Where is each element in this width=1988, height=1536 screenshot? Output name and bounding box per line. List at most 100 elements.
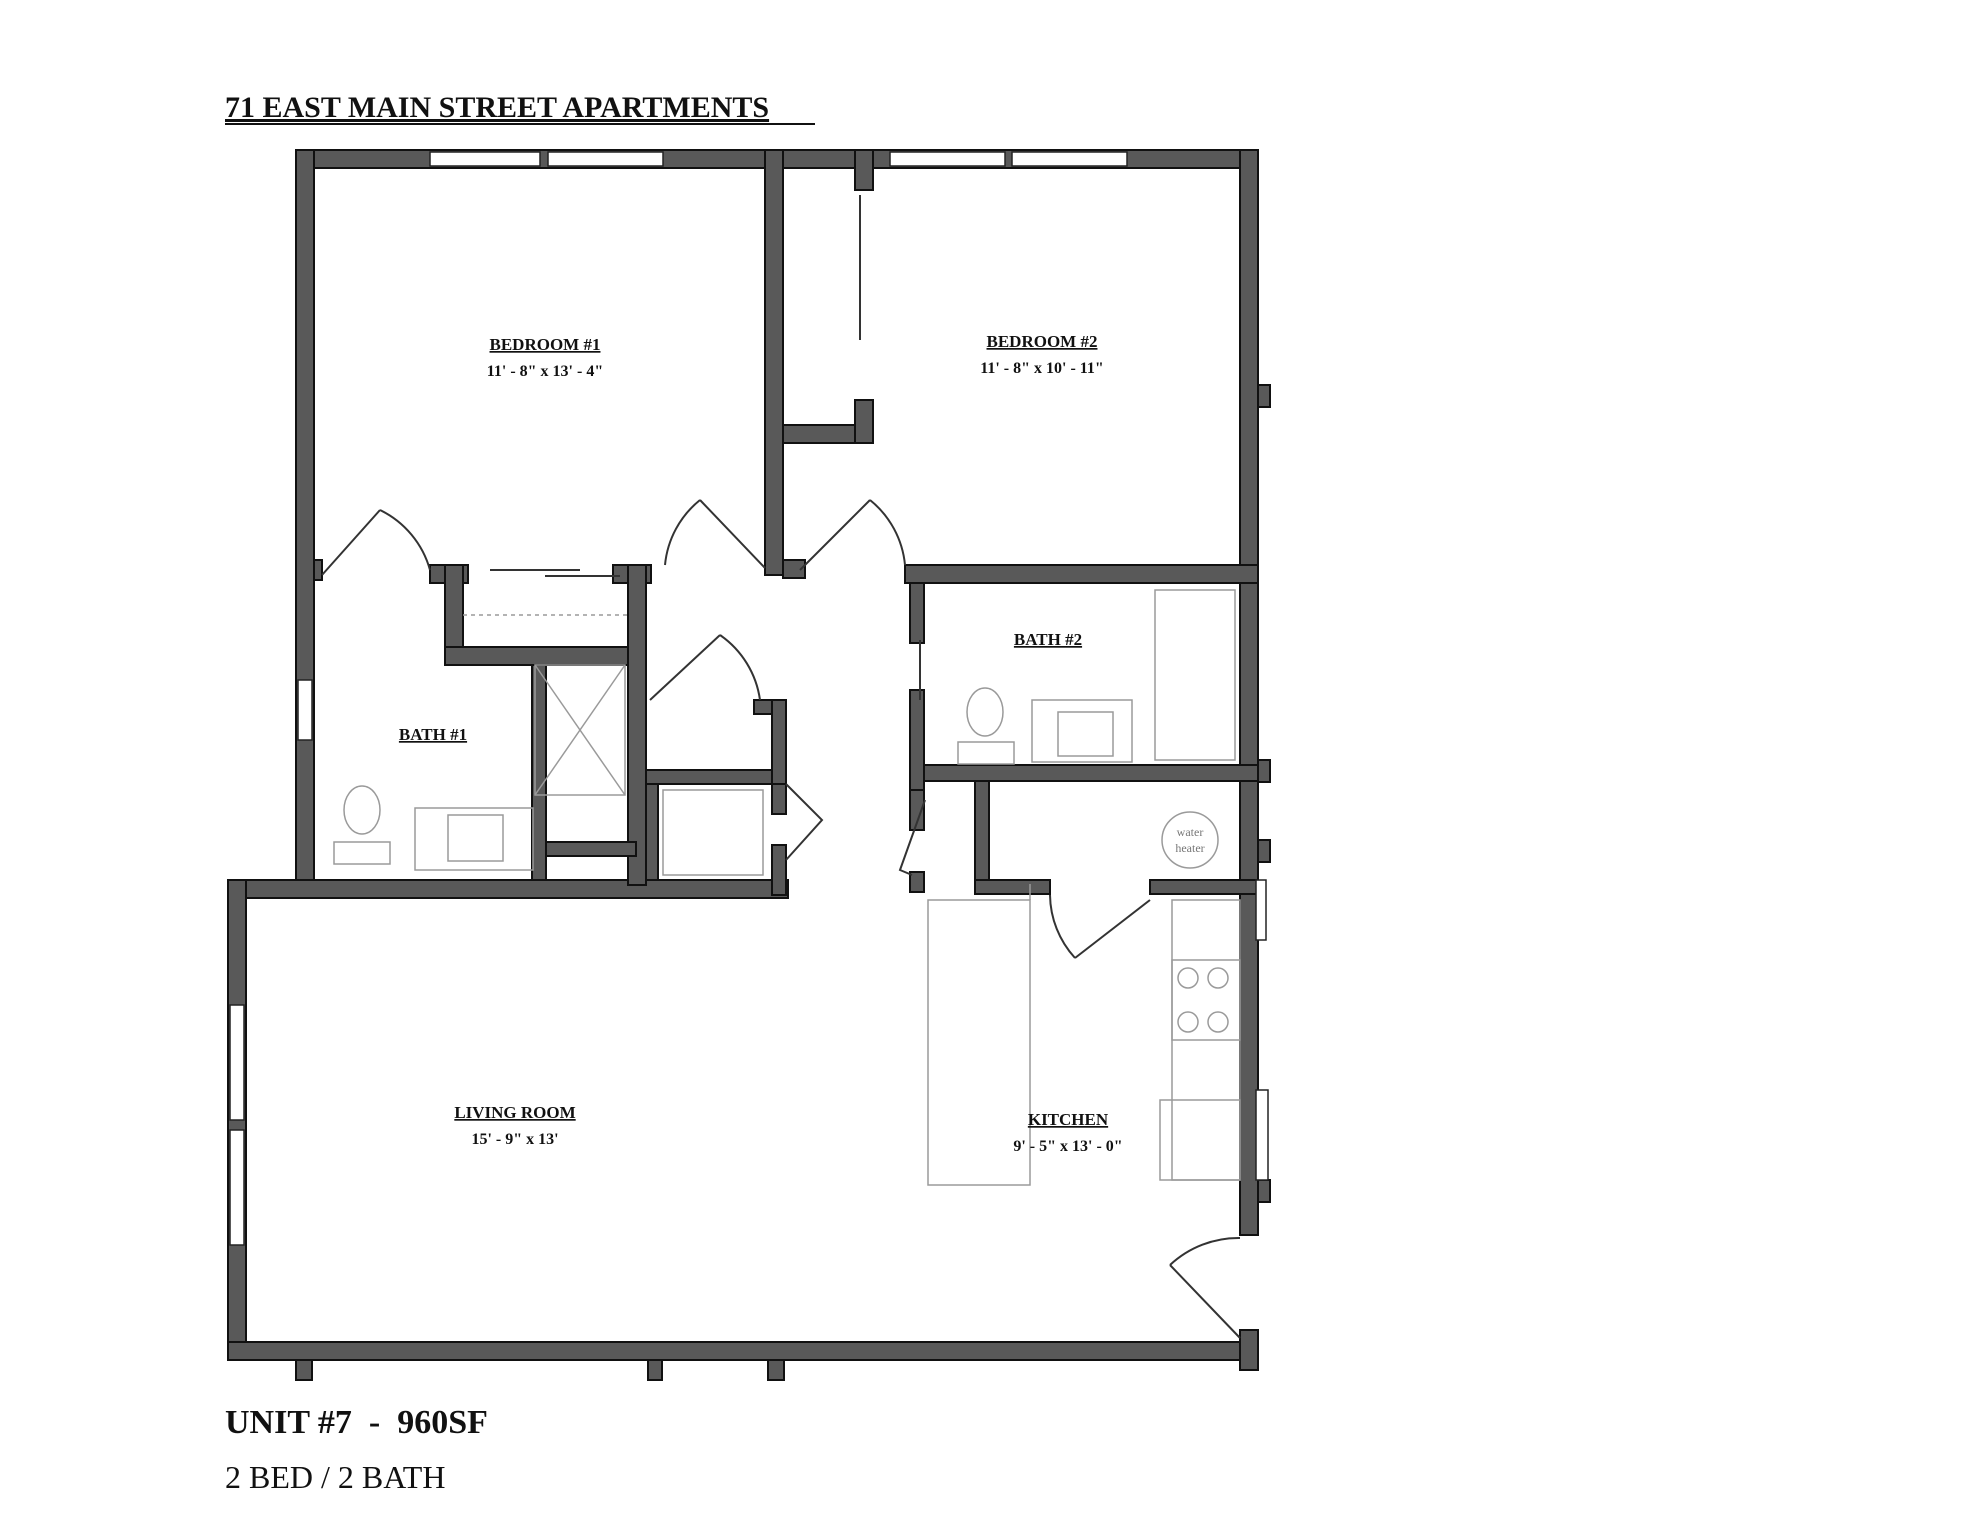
range bbox=[1171, 959, 1241, 1041]
burner-3 bbox=[1177, 1011, 1199, 1033]
window-wh bbox=[1255, 879, 1267, 941]
wall-stub-r5 bbox=[1239, 1329, 1259, 1371]
wall-closet-bottom bbox=[444, 646, 636, 666]
window-b1-b bbox=[547, 151, 664, 167]
unit-label: UNIT #7 - 960SF bbox=[225, 1404, 488, 1441]
label-bath2: BATH #2 bbox=[1014, 630, 1082, 649]
shower-x2 bbox=[534, 664, 626, 796]
door-swing-water-heater bbox=[1049, 894, 1076, 959]
tub-bath2 bbox=[1154, 589, 1236, 761]
wall-laundry-right-upper bbox=[771, 783, 787, 815]
toilet-bath2 bbox=[966, 687, 1004, 737]
wall-wh-bottom bbox=[1149, 879, 1259, 895]
wall-bedroom-divider bbox=[764, 149, 784, 576]
windows bbox=[229, 151, 1269, 1246]
door-bath1-hall bbox=[699, 499, 766, 569]
wall-mid-horizontal bbox=[227, 879, 789, 899]
wall-stub-r2 bbox=[1257, 759, 1271, 783]
burner-1 bbox=[1177, 967, 1199, 989]
sink-bath1 bbox=[447, 814, 504, 862]
wall-stub-r4 bbox=[1257, 1179, 1271, 1203]
wall-linen-top bbox=[545, 841, 637, 857]
label-kitchen: KITCHEN bbox=[1028, 1110, 1109, 1129]
wall-b2-bottom bbox=[904, 564, 1259, 584]
label-bedroom1: BEDROOM #1 bbox=[490, 335, 601, 354]
door-entry bbox=[1169, 1264, 1241, 1339]
door-swing-hall-closet bbox=[719, 634, 761, 701]
vanity-bath2 bbox=[1031, 699, 1133, 763]
plan-title: 71 EAST MAIN STREET APARTMENTS bbox=[225, 91, 769, 124]
refrigerator bbox=[1159, 1099, 1241, 1181]
wall-stub-b2 bbox=[647, 1359, 663, 1381]
wall-left-upper bbox=[295, 149, 315, 886]
wall-stub-r3 bbox=[1257, 839, 1271, 863]
dims-bedroom2: 11' - 8" x 10' - 11" bbox=[980, 360, 1104, 377]
window-living-b bbox=[229, 1129, 245, 1246]
wall-laundry-left bbox=[645, 783, 659, 881]
window-bath1 bbox=[297, 679, 313, 741]
toilet-tank-bath2 bbox=[957, 741, 1015, 765]
sink-bath2 bbox=[1057, 711, 1114, 757]
door-water-heater bbox=[1074, 899, 1151, 959]
vanity-bath1 bbox=[414, 807, 534, 871]
door-swing-bedroom2 bbox=[869, 499, 906, 566]
laundry-unit bbox=[662, 789, 764, 876]
window-b2-b bbox=[1011, 151, 1128, 167]
wall-b1-stub bbox=[313, 559, 323, 581]
wall-stub-r1 bbox=[1257, 384, 1271, 408]
dims-bedroom1: 11' - 8" x 13' - 4" bbox=[487, 363, 603, 380]
window-b1-a bbox=[429, 151, 541, 167]
toilet-bath1 bbox=[343, 785, 381, 835]
wall-shower bbox=[531, 664, 547, 881]
label-living-room: LIVING ROOM bbox=[454, 1103, 575, 1122]
dims-kitchen: 9' - 5" x 13' - 0" bbox=[1013, 1138, 1122, 1155]
wall-utility-left-stub bbox=[909, 789, 925, 831]
door-hall-closet bbox=[649, 634, 721, 701]
door-bedroom1 bbox=[321, 509, 381, 576]
window-kitchen bbox=[1255, 1089, 1269, 1181]
label-bedroom2: BEDROOM #2 bbox=[987, 332, 1098, 351]
wall-bath2-bottom bbox=[923, 764, 1259, 782]
door-utility bbox=[898, 799, 926, 876]
wall-hall-closet-right bbox=[771, 699, 787, 785]
wall-bottom bbox=[227, 1341, 1259, 1361]
toilet-tank-bath1 bbox=[333, 841, 391, 865]
kitchen-island bbox=[927, 899, 1031, 1186]
wall-hall-left bbox=[627, 564, 647, 886]
door-swing-bath1-hall bbox=[664, 499, 701, 566]
dims-living-room: 15' - 9" x 13' bbox=[471, 1131, 558, 1148]
walls bbox=[227, 149, 1271, 1381]
wall-stub-b1 bbox=[295, 1359, 313, 1381]
burner-2 bbox=[1207, 967, 1229, 989]
label-bath1: BATH #1 bbox=[399, 725, 467, 744]
wall-utility-bottom-left bbox=[974, 879, 1051, 895]
wall-b2-stub-left bbox=[782, 559, 806, 579]
wall-right bbox=[1239, 149, 1259, 1236]
wall-utility-left-stub2 bbox=[909, 871, 925, 893]
door-swing-bedroom1 bbox=[379, 509, 431, 571]
room-labels: BEDROOM #1 11' - 8" x 13' - 4" BEDROOM #… bbox=[399, 332, 1123, 1155]
water-heater bbox=[1161, 811, 1219, 869]
wall-stub-b3 bbox=[767, 1359, 785, 1381]
wall-closet-b2-stub bbox=[854, 399, 874, 444]
water-heater-label-2: heater bbox=[1175, 841, 1204, 855]
door-swing-entry bbox=[1169, 1236, 1241, 1266]
fixtures: water heater bbox=[333, 589, 1241, 1186]
water-heater-label-1: water bbox=[1177, 825, 1204, 839]
wall-laundry-right-lower bbox=[771, 844, 787, 896]
door-bedroom2 bbox=[799, 499, 871, 571]
shower-bath1 bbox=[534, 664, 626, 796]
window-living-a bbox=[229, 1004, 245, 1121]
burner-4 bbox=[1207, 1011, 1229, 1033]
wall-closet-b2-top bbox=[854, 149, 874, 191]
wall-bath2-left-lower bbox=[909, 689, 925, 791]
window-b2-a bbox=[889, 151, 1006, 167]
wall-utility-divider bbox=[974, 780, 990, 892]
door-laundry-bifold bbox=[785, 783, 824, 861]
wall-bath2-left-upper bbox=[909, 582, 925, 644]
wall-hall-closet-top bbox=[645, 769, 787, 785]
doors bbox=[321, 195, 1241, 1339]
unit-summary: 2 BED / 2 BATH bbox=[225, 1459, 445, 1495]
